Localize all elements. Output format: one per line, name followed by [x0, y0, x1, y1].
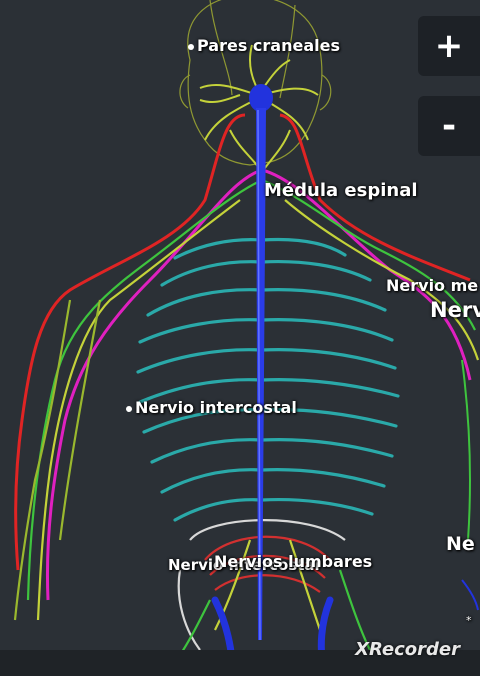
minus-icon: -: [441, 106, 457, 146]
label-pares-craneales[interactable]: Pares craneales: [188, 36, 340, 55]
right-edge-figure: [461, 359, 479, 611]
recorder-watermark: XRecorder: [355, 639, 460, 660]
label-right-edge-partial[interactable]: Ne: [446, 533, 475, 555]
label-text: Pares craneales: [197, 36, 340, 55]
red-arm-nerves: [14, 113, 471, 571]
label-text: Nervio intercostal: [168, 556, 320, 574]
label-medula-espinal[interactable]: Médula espinal: [264, 180, 418, 201]
intercostal-nerves: [136, 237, 400, 522]
label-text: *: [466, 614, 472, 627]
zoom-in-button[interactable]: +: [418, 16, 480, 76]
label-dot: [126, 405, 132, 412]
lumbar-nerves: [177, 519, 371, 656]
label-dot: [188, 43, 194, 50]
green-yellow-nerves: [13, 178, 480, 621]
label-nervio-mediano-small[interactable]: Nervio me: [386, 276, 478, 295]
label-text: Nerv: [430, 298, 480, 322]
spinal-cord: [249, 84, 273, 641]
label-nervio-intercostal-overlap[interactable]: Nervio intercostal: [168, 556, 320, 574]
label-right-edge-note: *: [466, 614, 472, 627]
label-text: Médula espinal: [264, 180, 418, 201]
label-nervio-mediano-large[interactable]: Nerv: [430, 298, 480, 322]
label-nervio-intercostal[interactable]: Nervio intercostal: [126, 398, 297, 417]
zoom-out-button[interactable]: -: [418, 96, 480, 156]
bottom-bar: [0, 650, 480, 676]
label-text: Ne: [446, 533, 475, 555]
label-text: Nervios lumbares: [214, 552, 373, 571]
label-nervios-lumbares[interactable]: Nervios lumbares: [214, 552, 372, 571]
label-text: Nervio me: [386, 276, 479, 295]
plus-icon: +: [434, 26, 464, 66]
label-text: Nervio intercostal: [135, 398, 297, 417]
